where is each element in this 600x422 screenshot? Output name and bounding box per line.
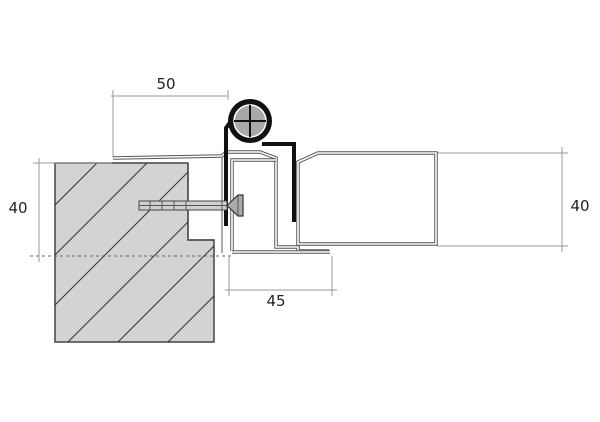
wall-body [54, 162, 215, 343]
hinge [224, 99, 296, 226]
cross-circle-icon [228, 99, 272, 143]
dimension-bottom-45: 45 [225, 256, 337, 310]
dimension-left-40: 40 [8, 158, 112, 262]
dimension-right-40: 40 [437, 147, 590, 252]
dimension-top-50: 50 [111, 75, 229, 158]
screw-icon [138, 194, 244, 217]
dimension-right-label: 40 [570, 197, 589, 215]
dimension-top-label: 50 [156, 75, 175, 93]
door-leaf-profile [296, 151, 438, 246]
dimension-left-label: 40 [8, 199, 27, 217]
screw-head [226, 194, 244, 217]
wall-rebate [187, 163, 214, 241]
wall-block [54, 162, 215, 343]
frame-profile [112, 150, 330, 254]
dimension-bottom-label: 45 [266, 292, 285, 310]
wall-hatching [55, 163, 214, 342]
